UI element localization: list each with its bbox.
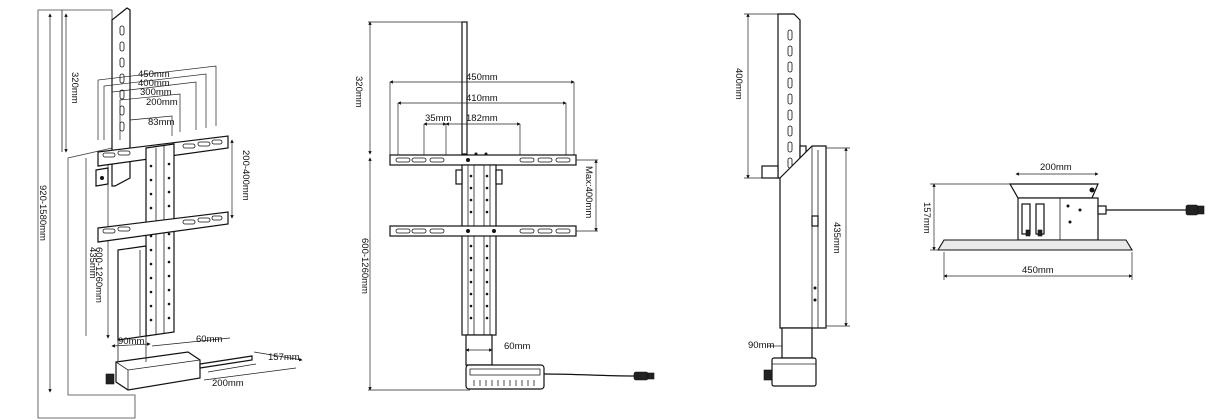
upper-bracket-slots [102, 139, 223, 158]
perspective-view: 450mm 400mm 300mm 200mm 83mm 320mm 920-1… [37, 7, 303, 419]
lower-bracket-slots [102, 215, 223, 234]
front-riser [461, 21, 468, 155]
column [145, 143, 175, 337]
dim-90-label: 90mm [118, 336, 144, 347]
front-dim-600-1260-label: 600-1260mm [359, 238, 370, 294]
front-motor-base [465, 364, 545, 390]
base-connector [105, 373, 115, 385]
top-dim-200-label: 200mm [1040, 162, 1072, 173]
dim-450-label: 450mm [138, 69, 170, 80]
dim-300-label: 300mm [140, 87, 172, 98]
top-housing [1017, 197, 1099, 241]
motor-base [115, 351, 201, 391]
front-dim-450-label: 450mm [466, 72, 498, 83]
front-dim-320-label: 320mm [353, 76, 364, 108]
dim-435-label: 435mm [87, 247, 98, 279]
front-column [461, 164, 497, 336]
dim-600-1260-label: 600-1260mm [93, 247, 104, 303]
top-plug [1185, 204, 1199, 216]
front-lower-slots [395, 228, 571, 234]
dim-200b-label: 200mm [212, 378, 244, 389]
side-riser-slots [787, 29, 793, 169]
dim-920-1580-label: 920-1580mm [37, 185, 48, 241]
side-base [771, 357, 817, 387]
dim-60-label: 60mm [196, 334, 222, 345]
riser-slots [119, 25, 125, 132]
dim-320-label: 320mm [69, 72, 80, 104]
dim-83-label: 83mm [148, 117, 174, 128]
dim-157-label: 157mm [268, 352, 300, 363]
top-base-plate [937, 239, 1133, 251]
front-dim-35-label: 35mm [425, 113, 451, 124]
side-connector [763, 369, 773, 381]
front-dim-60-label: 60mm [504, 341, 530, 352]
column-holes [149, 162, 171, 322]
dim-200-400-label: 200-400mm [240, 150, 251, 201]
top-clamp [1008, 183, 1099, 199]
dim-200-label: 200mm [146, 97, 178, 108]
front-view: 320mm 600-1260mm 450mm 410mm 35mm 182mm [353, 21, 655, 391]
front-dim-410-label: 410mm [466, 93, 498, 104]
side-view: 400mm 435mm 90mm [733, 13, 850, 387]
front-column-holes [469, 174, 489, 320]
vesa-frames [97, 65, 217, 140]
side-lower-tube [781, 327, 813, 359]
front-base-vents [473, 380, 535, 386]
dim-400-label: 400mm [138, 78, 170, 89]
top-view: 200mm 157mm 450mm [921, 162, 1205, 280]
lower-housing [117, 245, 147, 341]
front-dim-max400-label: Max:400mm [583, 166, 594, 218]
side-dim-90-label: 90mm [748, 340, 774, 351]
top-dim-450-label: 450mm [1022, 265, 1054, 276]
top-dim-157-label: 157mm [921, 202, 932, 234]
lower-bracket [97, 211, 229, 243]
front-upper-slots [395, 152, 571, 163]
front-power-cable [543, 373, 635, 377]
front-dim-182-label: 182mm [466, 113, 498, 124]
side-dim-400-label: 400mm [733, 68, 744, 100]
side-body [779, 145, 827, 329]
side-dim-435-label: 435mm [831, 222, 842, 254]
front-plug [633, 371, 649, 381]
